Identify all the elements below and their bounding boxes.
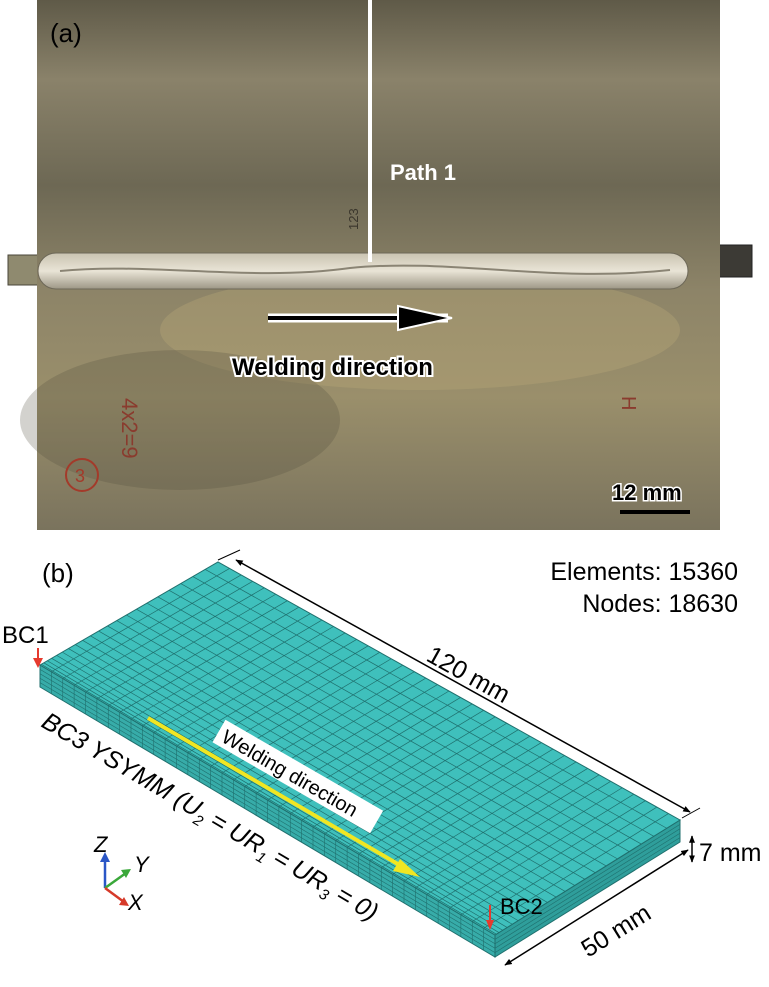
mesh-line-transverse [62, 574, 242, 679]
mesh-line-transverse [85, 587, 265, 693]
plate-mark-4x2: 4x2=9 [117, 398, 142, 459]
panel-b-label: (b) [42, 558, 74, 588]
bc1-label: BC1 [2, 622, 49, 649]
plate-shadow [20, 350, 340, 490]
weld-bead [37, 252, 689, 290]
plate-highlight [160, 270, 680, 390]
plate-mark-circle [65, 458, 99, 492]
axis-x-icon [104, 886, 125, 904]
panel-b: (b) Elements: 15360 Nodes: 18630 120 mm … [2, 549, 762, 966]
weld-direction-arrow-b [146, 716, 410, 872]
bc2-arrowhead [486, 920, 494, 930]
axis-triad: Z Y X [93, 832, 150, 915]
elements-count: Elements: 15360 [550, 558, 738, 586]
mesh-line-transverse [73, 581, 253, 686]
weld-direction-box-bg [212, 719, 384, 834]
axis-y-arrowhead [121, 869, 131, 878]
width-label: 50 mm [576, 899, 656, 963]
dim-50mm [504, 849, 689, 966]
scale-bar-label: 12 mm [612, 480, 682, 505]
dim-120mm-ext-2 [681, 807, 701, 819]
bc1-arrowhead [33, 658, 43, 668]
left-run-on-tab [7, 254, 41, 286]
axis-x-label: X [127, 890, 144, 915]
weld-ripples [59, 264, 671, 275]
welding-direction-label-a: Welding direction [232, 354, 433, 381]
plate-mark-123: 123 [346, 208, 361, 230]
bc2-label: BC2 [500, 894, 543, 919]
path-1-label: Path 1 [390, 160, 456, 185]
dim-120mm [235, 559, 691, 813]
axis-y-icon [104, 871, 127, 890]
axis-y-label: Y [134, 852, 150, 877]
panel-a: Path 1 Welding direction 123 3 4x2=9 H (… [7, 0, 753, 530]
weld-direction-arrowhead-b [393, 859, 420, 877]
plate-mark-h: H [617, 396, 639, 410]
panel-a-label: (a) [50, 18, 82, 48]
mesh-line-transverse [51, 568, 230, 673]
axis-z-arrowhead [100, 852, 110, 862]
nodes-count: Nodes: 18630 [582, 590, 738, 618]
plate-mark-3: 3 [75, 466, 85, 486]
axis-x-arrowhead [119, 897, 129, 906]
dim-120mm-ext-1 [217, 549, 241, 561]
thickness-label: 7 mm [699, 839, 762, 867]
axis-z-label: Z [93, 832, 109, 857]
welding-direction-arrowhead [397, 304, 453, 332]
